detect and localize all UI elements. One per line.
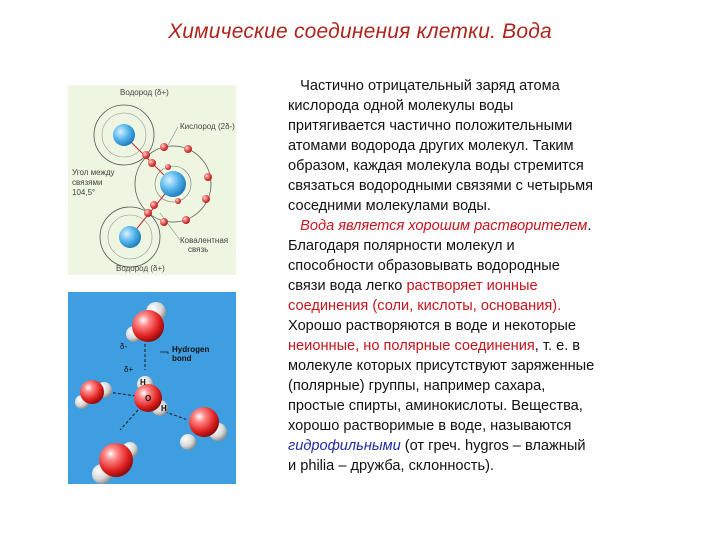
water-molecule-left	[80, 380, 104, 404]
text-line-4: атомами водорода других молекул. Таким	[288, 138, 574, 154]
text-line-16: (полярные) группы, например сахара,	[288, 378, 546, 394]
label-hydrogen-bond-2: bond	[172, 354, 192, 363]
oxygen-nucleus	[160, 171, 186, 197]
label-o: O	[145, 394, 151, 403]
text-line-6: связаться водородными связями с четырьмя	[288, 178, 594, 194]
text-line-3: притягивается частично положительными	[288, 118, 573, 134]
label-hydrogen-top: Водород (δ+)	[120, 88, 169, 97]
hydrogen-shell-top	[93, 104, 155, 166]
electrons	[142, 143, 212, 226]
hydrogen-bond-lines	[107, 344, 189, 431]
ionic-highlight: растворяет ионные	[406, 278, 538, 294]
water-molecule-center	[134, 384, 162, 412]
text-line-17: простые спирты, аминокислоты. Вещества,	[288, 398, 583, 414]
label-angle-1: Угол между	[72, 168, 115, 177]
body-text: Частично отрицательный заряд атома кисло…	[288, 76, 688, 476]
slide-title: Химические соединения клетки. Вода	[168, 20, 552, 43]
text-line-11: связи вода легко растворяет ионные	[288, 278, 538, 294]
hydrogen-inner-shell-top	[101, 112, 147, 158]
text-line-20: и philia – дружба, склонность).	[288, 458, 494, 474]
text-line-5: образом, каждая молекула воды стремится	[288, 158, 584, 174]
text-line-14: неионные, но полярные соединения, т. е. …	[288, 338, 581, 354]
label-delta-plus: δ+	[124, 365, 133, 374]
text-line-13: Хорошо растворяются в воде и некоторые	[288, 318, 576, 334]
hydrogen-shell-bottom	[99, 206, 161, 268]
text-line-2: кислорода одной молекулы воды	[288, 98, 514, 114]
hydrogen-bond-svg: δ- Hydrogen bond δ+ H O H	[75, 302, 227, 484]
text-line-8: Вода является хорошим растворителем.	[288, 218, 592, 234]
hydrogen-inner-shell-bottom	[107, 214, 153, 260]
text-line-12: соединения (соли, кислоты, основания).	[288, 298, 562, 314]
text-line-9: Благодаря полярности молекул и	[288, 238, 515, 254]
label-delta-minus: δ-	[120, 342, 127, 351]
oxygen-outer-shell	[134, 145, 212, 223]
water-molecule-svg: Водород (δ+) Кислород (2δ-) Угол между с…	[72, 88, 235, 273]
label-angle-2: связями	[72, 178, 102, 187]
text-line-15: молекуле которых присутствуют заряженные	[288, 358, 595, 374]
label-hydrogen-bond-1: Hydrogen	[172, 345, 209, 354]
label-hydrogen-bottom: Водород (δ+)	[116, 264, 165, 273]
text-line-19: гидрофильными (от греч. hygros – влажный	[288, 438, 586, 454]
water-molecule-right	[189, 407, 219, 437]
label-angle-3: 104,5°	[72, 188, 95, 197]
label-h2: H	[161, 404, 167, 413]
polar-highlight: неионные, но полярные соединения	[288, 338, 535, 354]
oxygen-inner-shell	[154, 165, 192, 203]
text-line-1: Частично отрицательный заряд атома	[288, 78, 560, 94]
water-molecule-diagram: Водород (δ+) Кислород (2δ-) Угол между с…	[68, 85, 236, 275]
hydrogen-nucleus-bottom	[119, 226, 141, 248]
text-line-18: хорошо растворимые в воде, называются	[288, 418, 572, 434]
hydrogen-nucleus-top	[113, 124, 135, 146]
label-covalent-2: связь	[188, 245, 208, 254]
label-covalent-1: Ковалентная	[180, 236, 228, 245]
label-h1: H	[140, 378, 146, 387]
hydrophilic-highlight: гидрофильными	[288, 438, 401, 454]
label-oxygen: Кислород (2δ-)	[180, 122, 235, 131]
text-line-7: соседними молекулами воды.	[288, 198, 491, 214]
text-line-10: способности образовывать водородные	[288, 258, 560, 274]
water-molecule-bottom	[99, 443, 133, 477]
water-molecule-top	[132, 310, 164, 342]
hydrogen-bond-diagram: δ- Hydrogen bond δ+ H O H	[68, 292, 236, 484]
solvent-highlight: Вода является хорошим растворителем	[288, 218, 588, 234]
